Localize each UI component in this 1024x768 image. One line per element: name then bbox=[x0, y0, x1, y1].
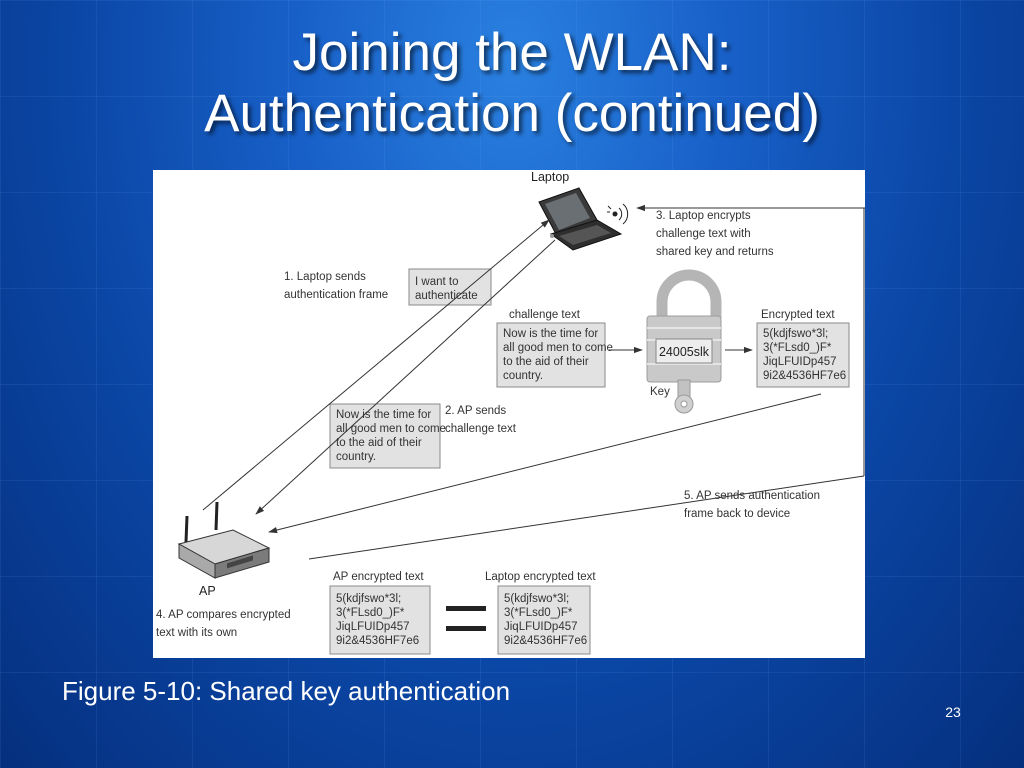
step1-label: 1. Laptop sends authentication frame bbox=[284, 271, 388, 301]
title-line-2: Authentication (continued) bbox=[204, 84, 820, 143]
ap-encrypted-heading: AP encrypted text bbox=[333, 571, 424, 583]
step3-line-3: shared key and returns bbox=[656, 246, 774, 258]
step5-line-1: 5. AP sends authentication bbox=[684, 490, 820, 502]
title-line-1: Joining the WLAN: bbox=[292, 23, 732, 82]
step2-label: 2. AP sends challenge text bbox=[445, 405, 517, 435]
laptop-label: Laptop bbox=[531, 170, 569, 184]
laptop-encrypted-box: 5(kdjfswo*3l; 3(*FLsd0_)F* JiqLFUIDp457 … bbox=[497, 585, 591, 655]
laptop-encrypted-line-2: 3(*FLsd0_)F* bbox=[504, 607, 573, 619]
encrypted-box: 5(kdjfswo*3l; 3(*FLsd0_)F* JiqLFUIDp457 … bbox=[756, 322, 850, 388]
challenge-line-1: Now is the time for bbox=[503, 328, 598, 340]
shared-key-diagram: Laptop AP 24005slk bbox=[153, 170, 865, 658]
encrypted-line-3: JiqLFUIDp457 bbox=[763, 356, 837, 368]
encrypted-line-2: 3(*FLsd0_)F* bbox=[763, 342, 832, 354]
request-line-2: authenticate bbox=[415, 290, 478, 302]
laptop-encrypted-heading: Laptop encrypted text bbox=[485, 571, 596, 583]
key-icon bbox=[674, 379, 694, 414]
padlock-icon bbox=[646, 269, 722, 383]
ap-encrypted-line-1: 5(kdjfswo*3l; bbox=[336, 593, 401, 605]
page-number: 23 bbox=[945, 704, 961, 720]
step4-line-1: 4. AP compares encrypted bbox=[156, 609, 291, 621]
challenge-line-4: country. bbox=[503, 370, 543, 382]
step4-line-2: text with its own bbox=[156, 627, 237, 639]
request-box: I want to authenticate bbox=[408, 268, 492, 306]
laptop-encrypted-line-1: 5(kdjfswo*3l; bbox=[504, 593, 569, 605]
encrypted-heading: Encrypted text bbox=[761, 309, 835, 321]
laptop-icon bbox=[538, 187, 623, 251]
challenge-line-2: all good men to come bbox=[503, 342, 613, 354]
wireless-signal-icon bbox=[607, 203, 629, 225]
ap-encrypted-line-3: JiqLFUIDp457 bbox=[336, 621, 410, 633]
step2-line-2: challenge text bbox=[445, 423, 517, 435]
ap-encrypted-line-2: 3(*FLsd0_)F* bbox=[336, 607, 405, 619]
encrypted-line-4: 9i2&4536HF7e6 bbox=[763, 370, 846, 382]
ap-challenge-line-4: country. bbox=[336, 451, 376, 463]
step3-label: 3. Laptop encrypts challenge text with s… bbox=[656, 210, 774, 258]
step5-line-2: frame back to device bbox=[684, 508, 790, 520]
lock-code: 24005slk bbox=[659, 345, 710, 359]
ap-challenge-line-2: all good men to come bbox=[336, 423, 446, 435]
step5-label: 5. AP sends authentication frame back to… bbox=[684, 490, 820, 520]
step4-label: 4. AP compares encrypted text with its o… bbox=[156, 609, 291, 639]
step2-line-1: 2. AP sends bbox=[445, 405, 506, 417]
figure-caption: Figure 5-10: Shared key authentication bbox=[62, 676, 511, 706]
arrow-step1 bbox=[202, 219, 550, 511]
step1-line-2: authentication frame bbox=[284, 289, 388, 301]
access-point-icon bbox=[177, 501, 271, 579]
step1-line-1: 1. Laptop sends bbox=[284, 271, 366, 283]
laptop-encrypted-line-4: 9i2&4536HF7e6 bbox=[504, 635, 587, 647]
request-line-1: I want to bbox=[415, 276, 458, 288]
key-label: Key bbox=[650, 386, 670, 398]
arrow-encrypted-to-ap bbox=[268, 393, 822, 534]
ap-encrypted-line-4: 9i2&4536HF7e6 bbox=[336, 635, 419, 647]
ap-encrypted-box: 5(kdjfswo*3l; 3(*FLsd0_)F* JiqLFUIDp457 … bbox=[329, 585, 431, 655]
arrow-step5-return bbox=[308, 475, 865, 560]
equals-sign bbox=[446, 606, 486, 631]
laptop-encrypted-line-3: JiqLFUIDp457 bbox=[504, 621, 578, 633]
arrow-step2 bbox=[255, 239, 556, 515]
ap-challenge-line-1: Now is the time for bbox=[336, 409, 431, 421]
ap-challenge-box: Now is the time for all good men to come… bbox=[329, 403, 446, 469]
challenge-line-3: to the aid of their bbox=[503, 356, 589, 368]
step3-line-2: challenge text with bbox=[656, 228, 751, 240]
ap-label: AP bbox=[199, 584, 216, 598]
challenge-heading: challenge text bbox=[509, 309, 581, 321]
challenge-box: Now is the time for all good men to come… bbox=[496, 322, 613, 388]
encrypted-line-1: 5(kdjfswo*3l; bbox=[763, 328, 828, 340]
step3-line-1: 3. Laptop encrypts bbox=[656, 210, 751, 222]
ap-challenge-line-3: to the aid of their bbox=[336, 437, 422, 449]
slide-title: Joining the WLAN: Authentication (contin… bbox=[0, 22, 1024, 144]
diagram-canvas: Laptop AP 24005slk bbox=[156, 170, 865, 655]
